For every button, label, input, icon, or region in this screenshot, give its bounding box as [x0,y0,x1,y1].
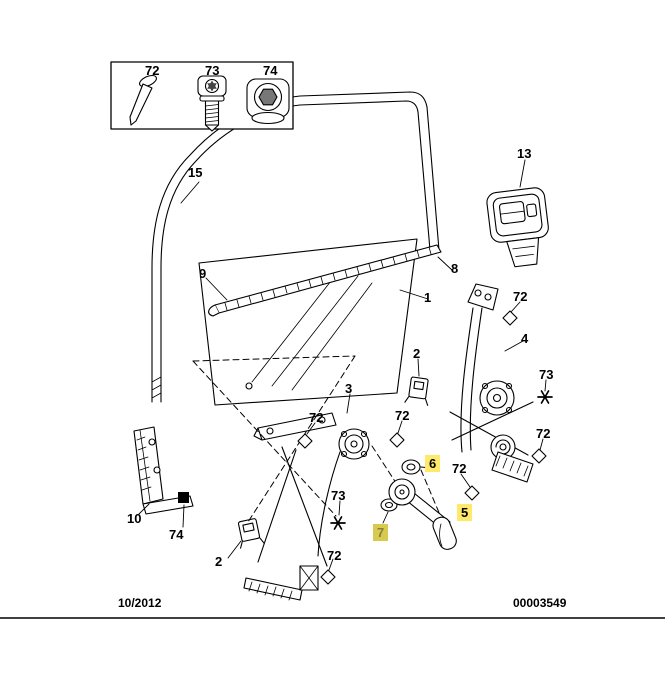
clip-bottom-part[interactable] [235,518,265,549]
diamond-marker-72-mid[interactable] [389,432,405,448]
part-label-72-left[interactable]: 72 [309,410,324,425]
part-label-15[interactable]: 15 [188,165,203,180]
square-nut-part[interactable] [178,492,189,503]
diamond-marker-72-left[interactable] [297,433,313,449]
part-label-6-highlighted[interactable]: 6 [425,455,441,472]
torx-screw-part[interactable] [197,75,227,132]
part-label-73-right[interactable]: 73 [539,367,554,382]
diamond-marker-72-right-top[interactable] [502,310,518,326]
part-label-13[interactable]: 13 [517,146,532,161]
part-label-8[interactable]: 8 [451,261,459,276]
part-label-73-legend[interactable]: 73 [205,63,220,78]
window-switch-part[interactable] [486,187,553,270]
washer-6-part[interactable] [401,459,421,475]
part-label-74-square[interactable]: 74 [169,527,184,542]
weatherstrip-part[interactable] [208,244,442,317]
fastener-legend-box [110,61,294,132]
part-label-3[interactable]: 3 [345,381,353,396]
rivet-pin-part[interactable] [129,73,158,126]
window-glass-part[interactable] [198,238,418,406]
part-label-73-left[interactable]: 73 [331,488,346,503]
part-label-10[interactable]: 10 [127,511,142,526]
diamond-marker-72-bottom[interactable] [320,569,336,585]
regulator-right-part[interactable] [449,283,534,483]
part-label-9[interactable]: 9 [199,266,207,281]
footer-doc-number: 00003549 [513,596,567,610]
regulator-left-part[interactable] [243,412,370,601]
diamond-marker-72-low[interactable] [464,485,480,501]
footer-date: 10/2012 [118,596,162,610]
part-label-72-low[interactable]: 72 [452,461,467,476]
part-label-72-right-top[interactable]: 72 [513,289,528,304]
part-label-1[interactable]: 1 [424,290,432,305]
part-label-5-highlighted[interactable]: 5 [457,504,473,521]
part-label-74-legend[interactable]: 74 [263,63,278,78]
part-label-72-legend[interactable]: 72 [145,63,160,78]
diamond-marker-72-right-bottom[interactable] [531,448,547,464]
part-label-4[interactable]: 4 [521,331,529,346]
part-label-72-mid[interactable]: 72 [395,408,410,423]
asterisk-screw-73-left[interactable] [330,516,346,530]
cap-nut-part[interactable] [246,78,290,125]
window-crank-handle-part[interactable] [388,478,459,552]
part-label-72-bottom[interactable]: 72 [327,548,342,563]
asterisk-screw-73-right[interactable] [537,390,553,404]
part-label-2-bottom[interactable]: 2 [215,554,223,569]
leader-lines [138,159,547,571]
part-label-7-highlighted[interactable]: 7 [373,524,389,541]
clip-top-part[interactable] [404,376,431,406]
part-label-2-top[interactable]: 2 [413,346,421,361]
part-label-72-right-bottom[interactable]: 72 [536,426,551,441]
